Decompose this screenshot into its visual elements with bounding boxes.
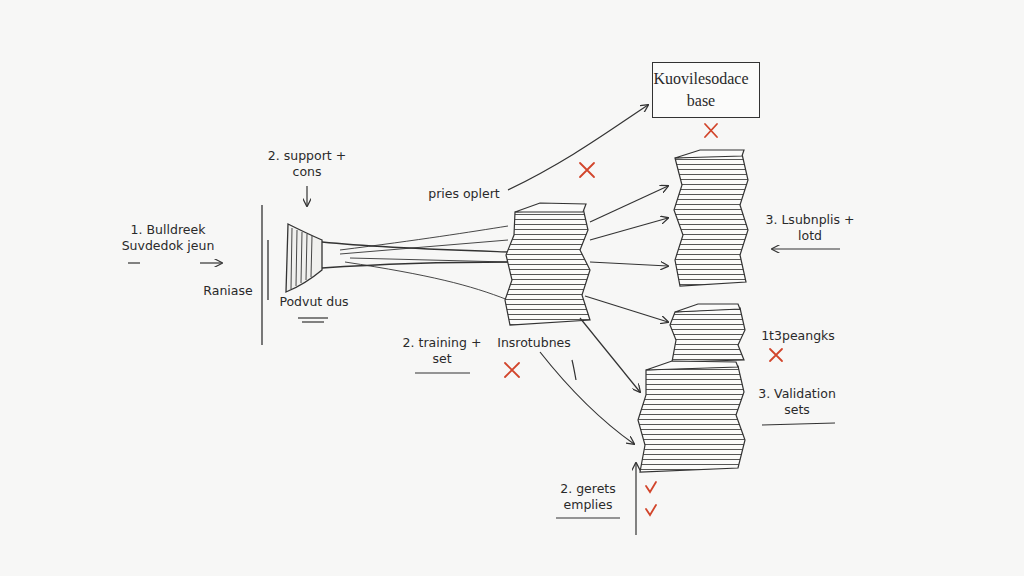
handwritten-note: 3. Lsubnplis + lotd — [764, 212, 856, 244]
arrow — [590, 262, 668, 266]
red-check — [646, 505, 656, 515]
funnel-bell — [286, 224, 322, 292]
handwritten-note: 1. Bulldreek Suvdedok jeun — [118, 222, 218, 254]
dash — [128, 262, 140, 263]
page-stack — [670, 304, 745, 362]
arrow — [635, 463, 636, 535]
stack-body — [670, 308, 745, 362]
stack-top — [515, 203, 586, 212]
fan-lines — [340, 226, 508, 300]
arrow — [590, 186, 668, 222]
handwritten-note: Insrotubnes — [482, 335, 586, 351]
arrow — [772, 248, 840, 249]
stack-body — [674, 154, 748, 286]
handwritten-note: Podvut dus — [276, 294, 352, 310]
arrow — [306, 186, 307, 206]
handwritten-note: Raniase — [196, 283, 260, 299]
wall-line — [261, 205, 262, 345]
page-stack — [638, 361, 745, 472]
tick-stroke — [572, 360, 576, 380]
funnel-ridges — [291, 228, 312, 289]
handwritten-note: pries oplert — [428, 186, 500, 202]
handwritten-note: 3. Validation sets — [750, 386, 844, 418]
arrow — [580, 318, 640, 392]
stack-top — [675, 150, 744, 158]
leader-arrows — [128, 92, 840, 536]
underline — [556, 517, 620, 518]
arrow — [540, 352, 634, 444]
handwritten-note: 2. gerets emplies — [548, 481, 628, 513]
box-text: Kuovilesodace base — [649, 68, 762, 112]
red-cross — [580, 163, 594, 177]
stack-top — [646, 361, 738, 370]
arrow — [200, 262, 222, 263]
stack-body — [505, 208, 590, 325]
page-stack — [674, 150, 748, 286]
red-cross — [770, 349, 782, 361]
wall-line — [267, 240, 268, 300]
knowledge-base-box: Kuovilesodace base — [652, 62, 760, 118]
underline — [298, 317, 328, 318]
stack-body — [638, 366, 745, 472]
red-marks — [505, 124, 782, 515]
underline — [762, 423, 835, 425]
handwritten-note: 1t3peangks — [752, 328, 844, 344]
underline — [415, 372, 470, 373]
arrow — [590, 218, 668, 240]
handwritten-note: 2. training + set — [402, 335, 482, 367]
page-stack — [505, 203, 590, 325]
funnel-device — [262, 205, 510, 345]
red-check — [646, 482, 656, 492]
underline — [302, 321, 324, 322]
red-cross — [505, 363, 519, 377]
handwritten-note: 2. support + cons — [262, 148, 352, 180]
funnel-tube — [322, 242, 510, 268]
stack-top — [675, 304, 740, 312]
arrow — [508, 105, 648, 190]
red-cross — [705, 124, 717, 137]
arrow — [585, 296, 668, 322]
